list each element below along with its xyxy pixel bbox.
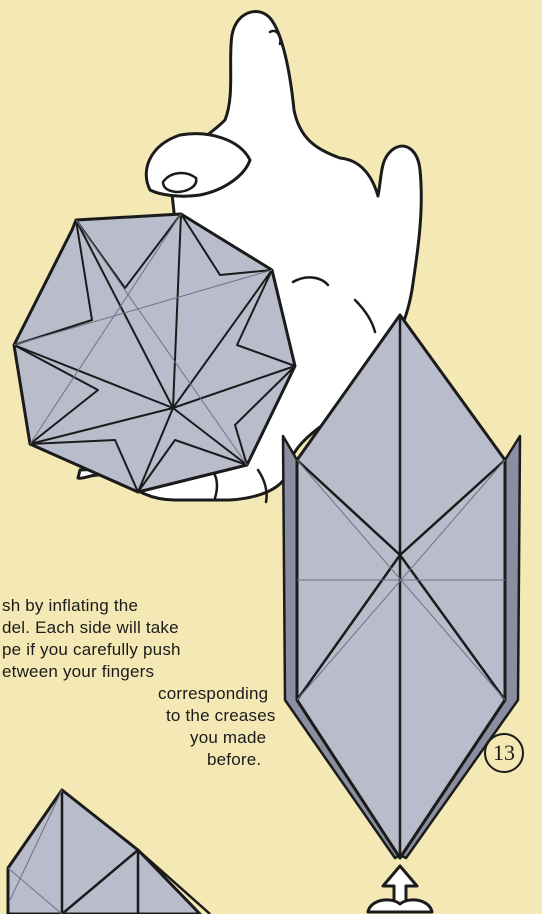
folded-paper-partial	[8, 790, 210, 914]
instruction-line-1: sh by inflating the	[2, 596, 138, 616]
step-number-badge: 13	[484, 733, 524, 773]
instruction-line-2: del. Each side will take	[2, 618, 179, 638]
instruction-line-5: corresponding	[158, 684, 268, 704]
instruction-line-7: you made	[190, 728, 266, 748]
instruction-line-6: to the creases	[166, 706, 276, 726]
instruction-line-3: pe if you carefully push	[2, 640, 181, 660]
instruction-line-4: etween your fingers	[2, 662, 154, 682]
instruction-line-8: before.	[207, 750, 261, 770]
